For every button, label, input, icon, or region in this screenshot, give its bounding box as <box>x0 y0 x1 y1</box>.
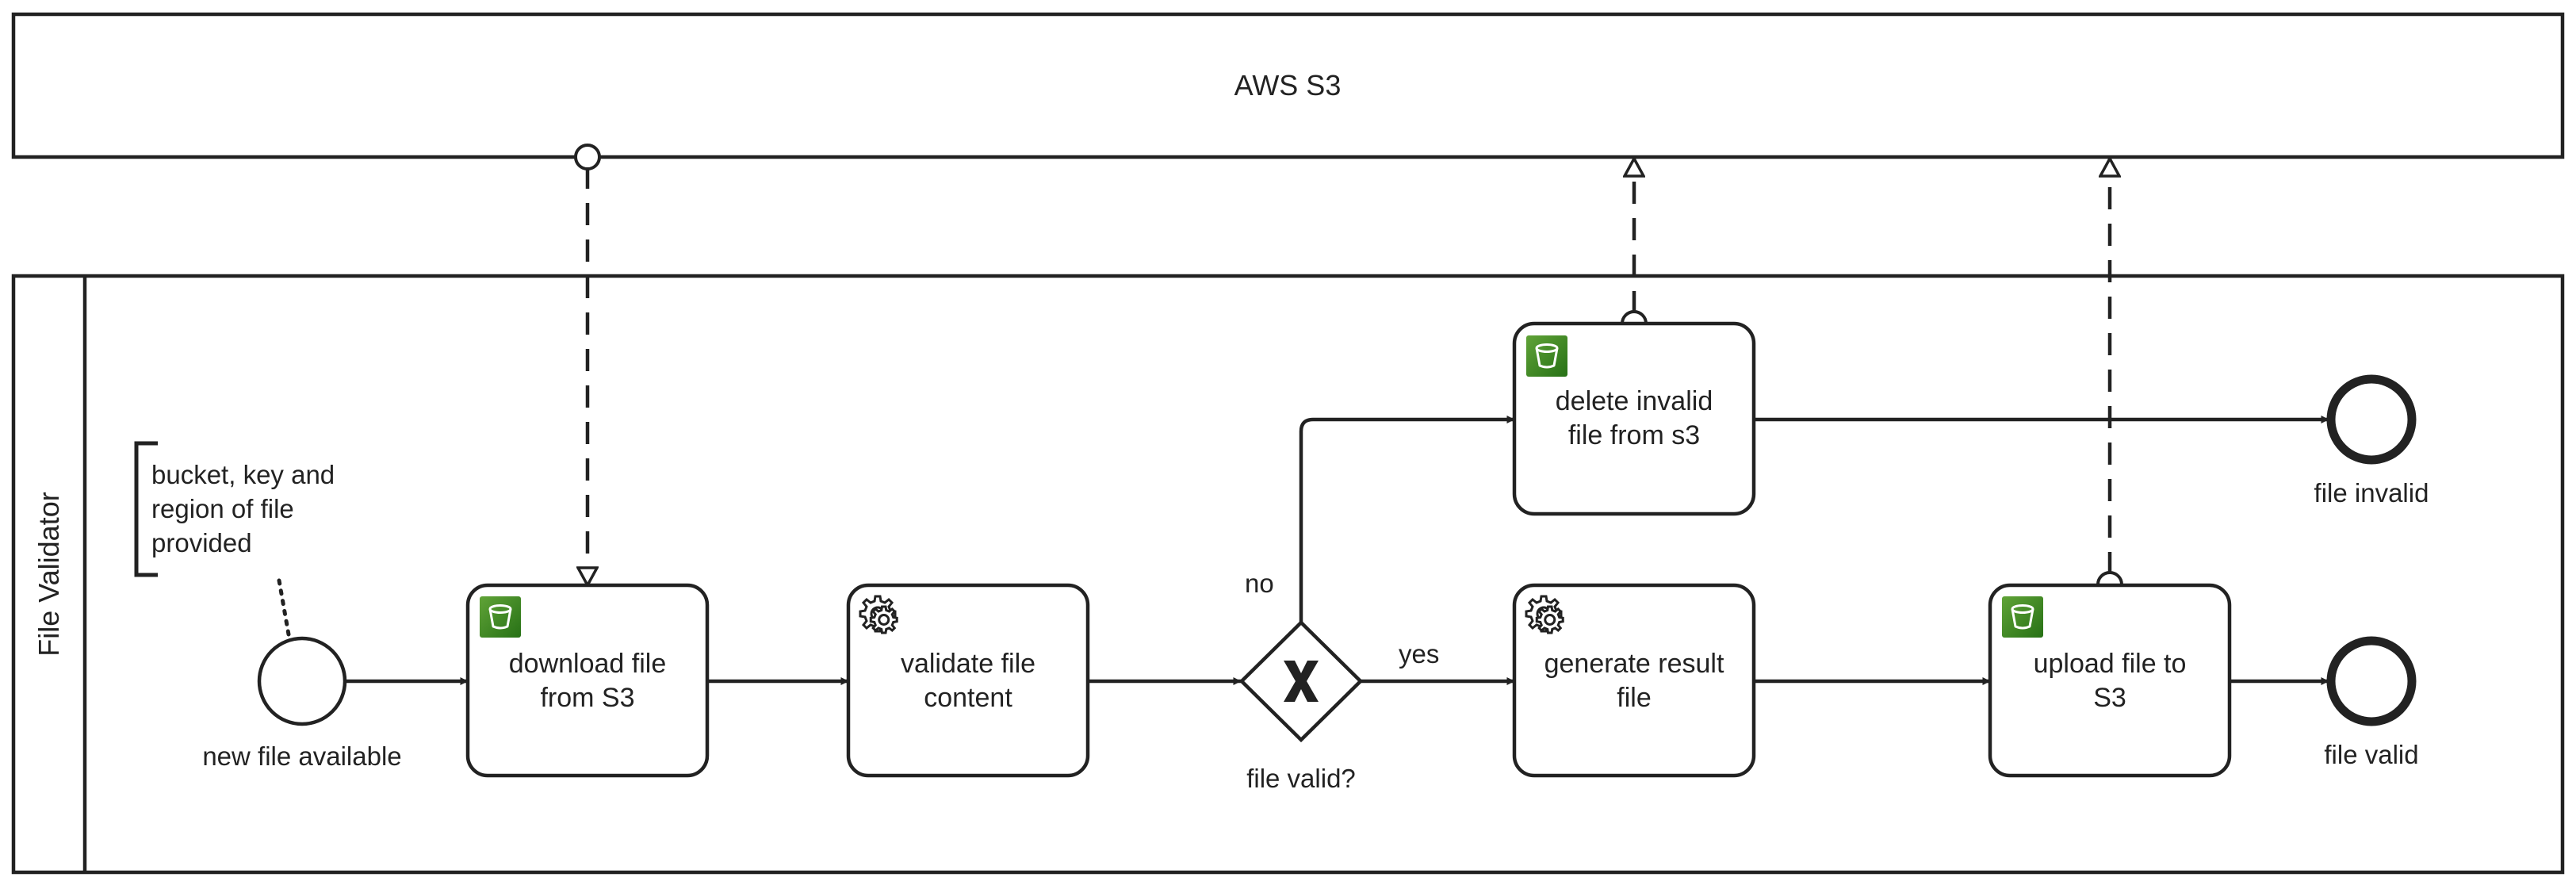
s3-bucket-icon <box>478 595 522 639</box>
pool-file-validator-label: File Validator <box>33 492 65 656</box>
annotation-line-1: bucket, key and <box>151 460 335 489</box>
sequence-flows <box>346 416 2329 685</box>
task-validate-file[interactable]: validate file content <box>846 583 1090 778</box>
task-delete-label-1: delete invalid <box>1556 386 1713 416</box>
gateway-label: file valid? <box>1246 764 1356 793</box>
task-download-label-2: from S3 <box>540 683 634 713</box>
task-delete-label-2: file from s3 <box>1568 420 1700 450</box>
gateway-yes-label: yes <box>1399 639 1439 669</box>
text-annotation[interactable]: bucket, key and region of file provided <box>134 441 335 637</box>
task-upload-label-1: upload file to <box>2034 649 2187 679</box>
flow-gateway-no[interactable] <box>1299 416 1515 623</box>
pool-file-validator[interactable]: File Validator <box>11 274 2565 875</box>
end-event-file-invalid[interactable]: file invalid <box>2314 374 2429 508</box>
start-event-label: new file available <box>202 741 401 771</box>
gateway-no-label: no <box>1245 569 1274 598</box>
task-generate-label-1: generate result <box>1544 649 1724 679</box>
end-event-invalid-label: file invalid <box>2314 478 2429 508</box>
end-event-file-valid[interactable]: file valid <box>2324 636 2419 769</box>
gateway-file-valid[interactable]: file valid? yes no <box>1238 569 1439 793</box>
task-download-label-1: download file <box>509 649 666 679</box>
end-event-valid-label: file valid <box>2324 740 2418 769</box>
task-download-file[interactable]: download file from S3 <box>465 583 710 778</box>
task-validate-label-1: validate file <box>901 649 1035 679</box>
task-delete-invalid-file[interactable]: delete invalid file from s3 <box>1512 321 1756 516</box>
s3-bucket-icon <box>2000 595 2045 639</box>
task-upload-file[interactable]: upload file to S3 <box>1988 583 2232 778</box>
pool-aws-s3-label: AWS S3 <box>1234 69 1342 102</box>
s3-bucket-icon <box>1525 334 1569 378</box>
task-upload-label-2: S3 <box>2093 683 2126 713</box>
annotation-line-3: provided <box>151 528 252 557</box>
start-event-new-file[interactable]: new file available <box>202 636 402 771</box>
annotation-line-2: region of file <box>151 494 294 523</box>
task-validate-label-2: content <box>924 683 1012 713</box>
task-generate-result[interactable]: generate result file <box>1512 583 1756 778</box>
task-generate-label-2: file <box>1617 683 1651 713</box>
gateway-x-icon <box>1284 661 1319 702</box>
annotation-association <box>277 578 291 637</box>
pool-aws-s3[interactable]: AWS S3 <box>11 12 2565 159</box>
